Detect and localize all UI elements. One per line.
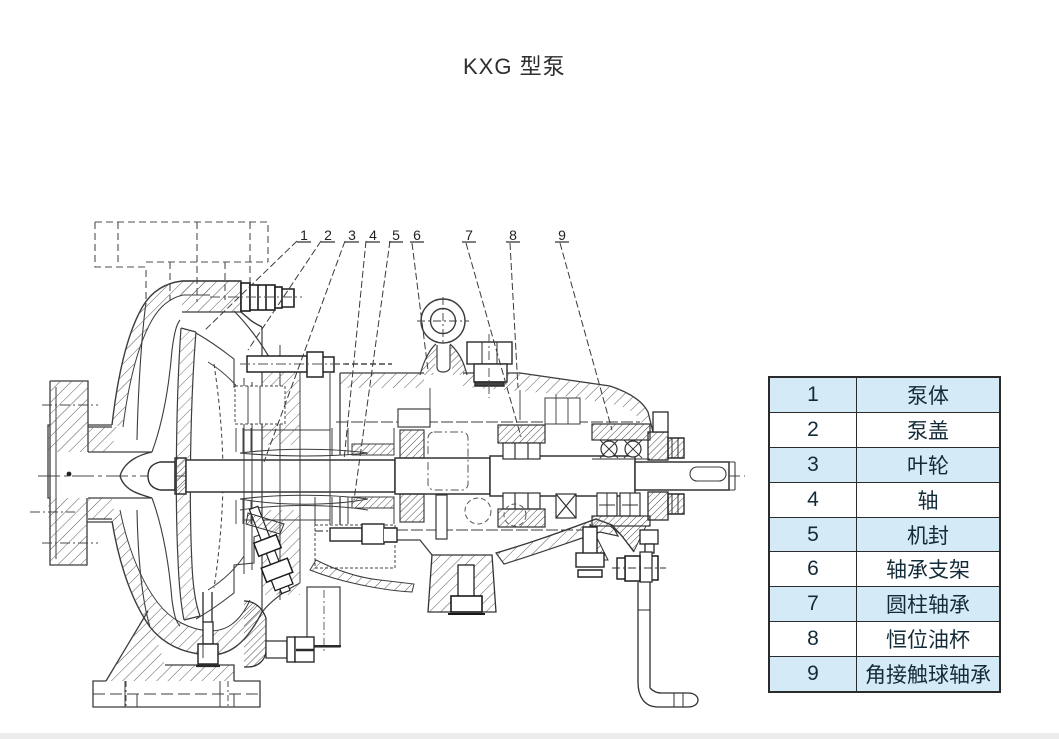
svg-text:9: 9 — [558, 227, 566, 243]
svg-text:4: 4 — [369, 227, 377, 243]
svg-text:5: 5 — [392, 227, 400, 243]
svg-text:7: 7 — [465, 227, 473, 243]
svg-text:2: 2 — [324, 227, 332, 243]
svg-text:1: 1 — [300, 227, 308, 243]
svg-text:6: 6 — [413, 227, 421, 243]
svg-text:8: 8 — [509, 227, 517, 243]
svg-text:3: 3 — [348, 227, 356, 243]
